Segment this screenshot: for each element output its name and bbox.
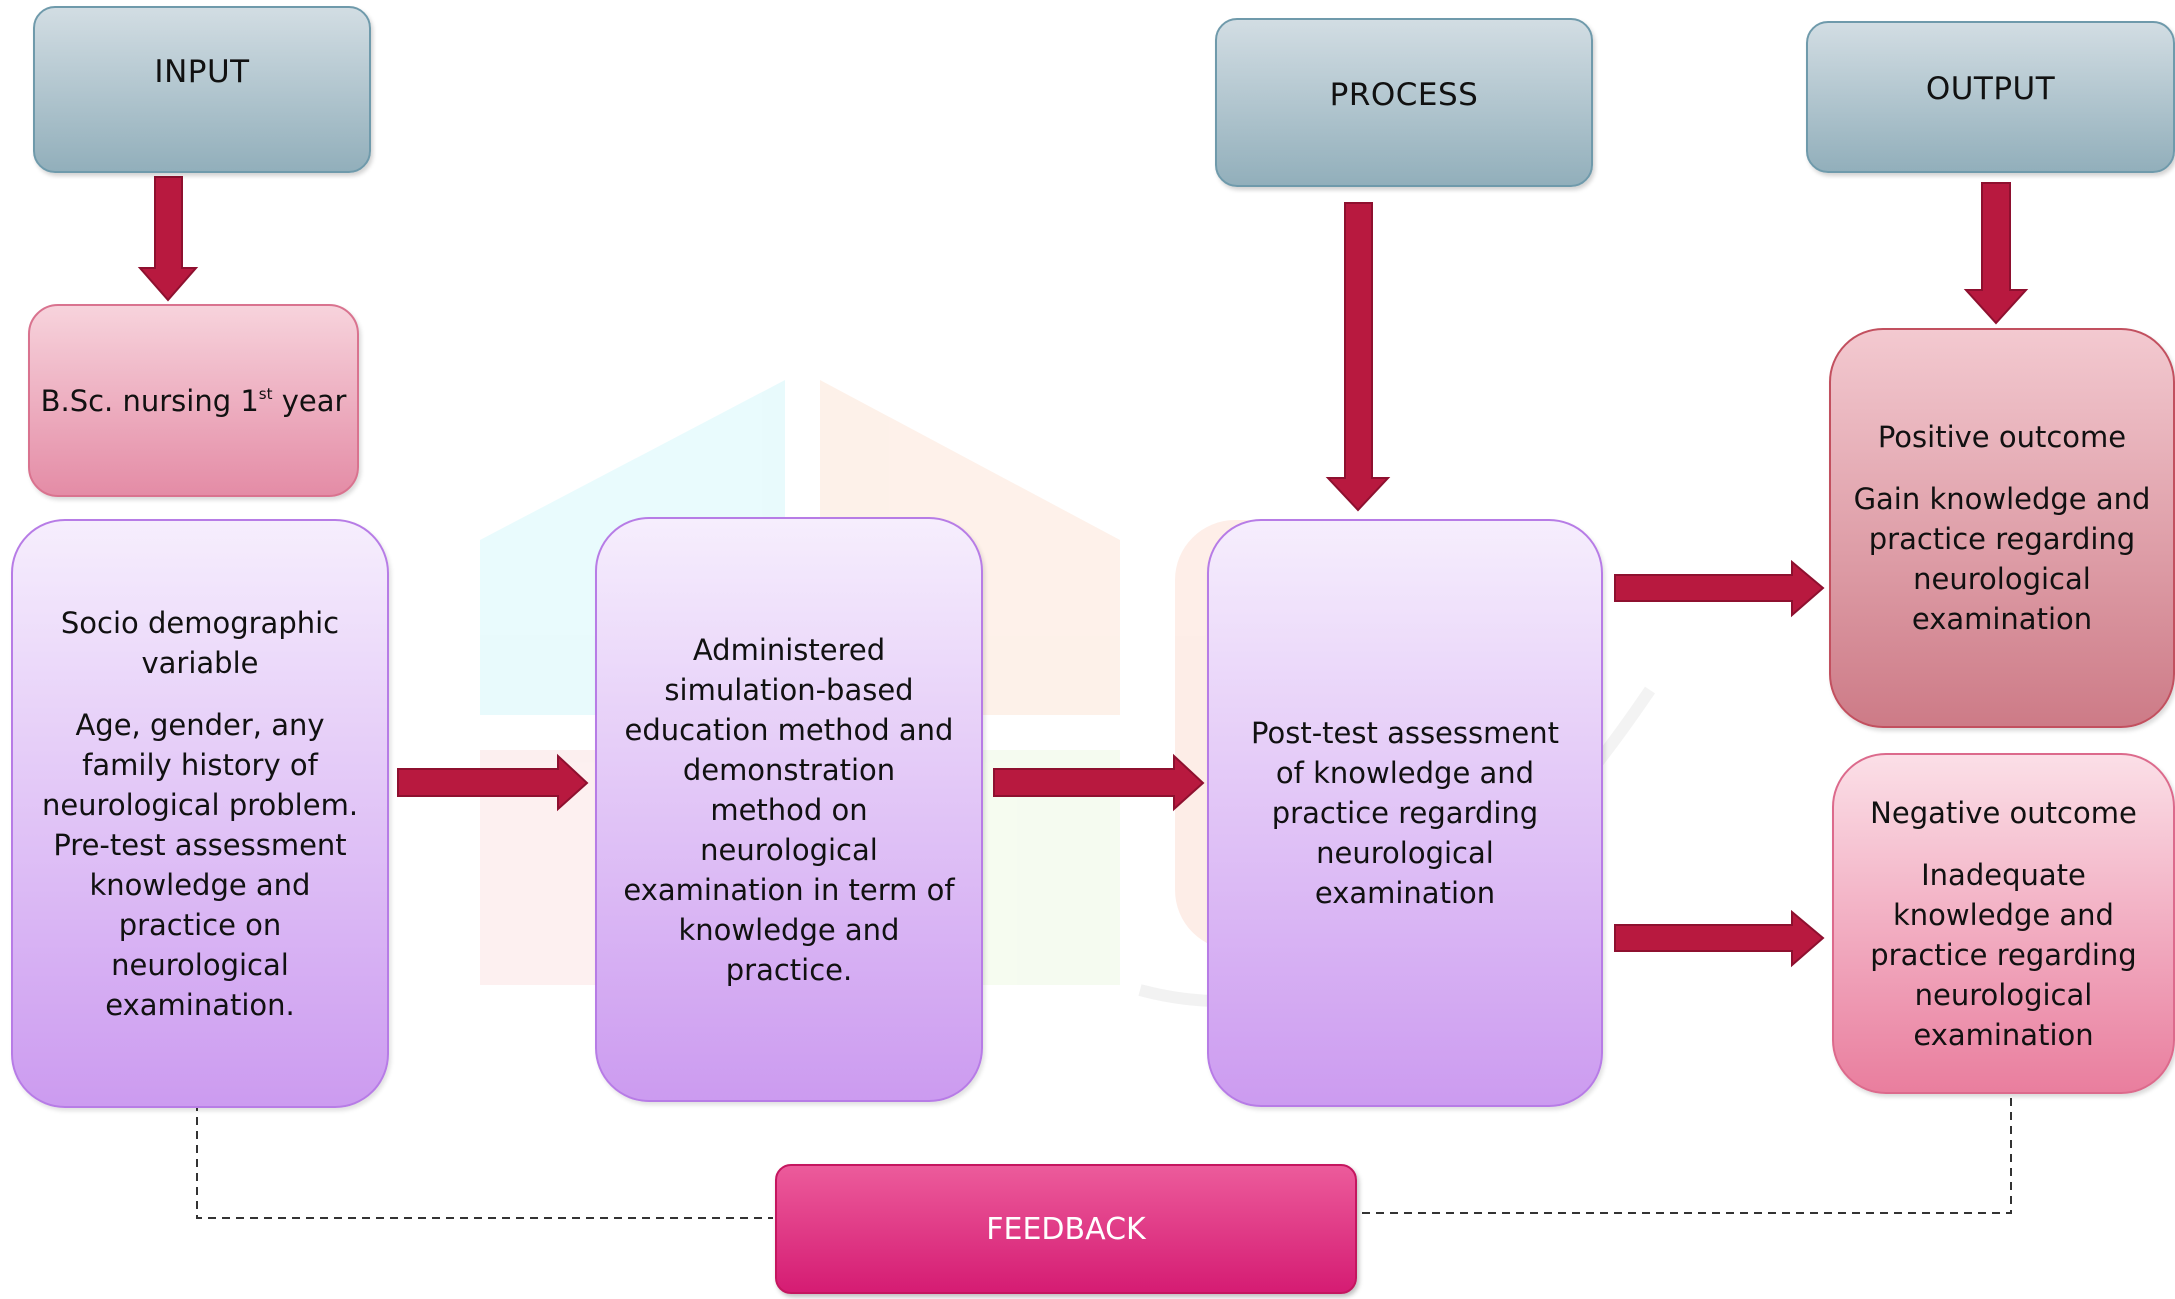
posttest-text: Post-test assessment of knowledge and pr… xyxy=(1251,716,1559,910)
intervention-text: Administered simulation-based education … xyxy=(623,632,955,987)
posttest-box: Post-test assessment of knowledge and pr… xyxy=(1207,519,1603,1107)
socio-demographic-title: Socio demographic variable xyxy=(60,605,340,680)
feedback-label: FEEDBACK xyxy=(986,1211,1146,1247)
feedback-box: FEEDBACK xyxy=(775,1164,1357,1294)
positive-outcome-box: Positive outcome Gain knowledge and prac… xyxy=(1829,328,2175,728)
output-header: OUTPUT xyxy=(1806,21,2175,173)
arrow-to-negative xyxy=(1614,909,1825,968)
arrow-output-down xyxy=(1963,182,2029,325)
process-header-label: PROCESS xyxy=(1329,76,1479,113)
negative-outcome-body: Inadequate knowledge and practice regard… xyxy=(1870,857,2137,1052)
feedback-dashed-line-left xyxy=(196,1103,773,1219)
input-header-label: INPUT xyxy=(154,53,250,90)
process-header: PROCESS xyxy=(1215,18,1593,187)
negative-outcome-title: Negative outcome xyxy=(1870,795,2137,830)
positive-outcome-title: Positive outcome xyxy=(1877,420,2127,454)
negative-outcome-box: Negative outcome Inadequate knowledge an… xyxy=(1832,753,2175,1094)
feedback-dashed-line-right xyxy=(1362,1097,2012,1214)
arrow-process-down xyxy=(1325,202,1391,512)
socio-demographic-body: Age, gender, any family history of neuro… xyxy=(41,707,359,1022)
arrow-input-down xyxy=(137,176,199,302)
intervention-box: Administered simulation-based education … xyxy=(595,517,983,1102)
participants-box: B.Sc. nursing 1st year xyxy=(28,304,359,497)
arrow-intervention-to-posttest xyxy=(993,753,1205,812)
socio-demographic-box: Socio demographic variable Age, gender, … xyxy=(11,519,389,1108)
output-header-label: OUTPUT xyxy=(1925,71,2056,107)
input-header: INPUT xyxy=(33,6,371,173)
arrow-socio-to-intervention xyxy=(397,753,589,812)
arrow-to-positive xyxy=(1614,559,1825,618)
participants-label: B.Sc. nursing 1st year xyxy=(40,383,347,418)
positive-outcome-body: Gain knowledge and practice regarding ne… xyxy=(1853,482,2151,636)
